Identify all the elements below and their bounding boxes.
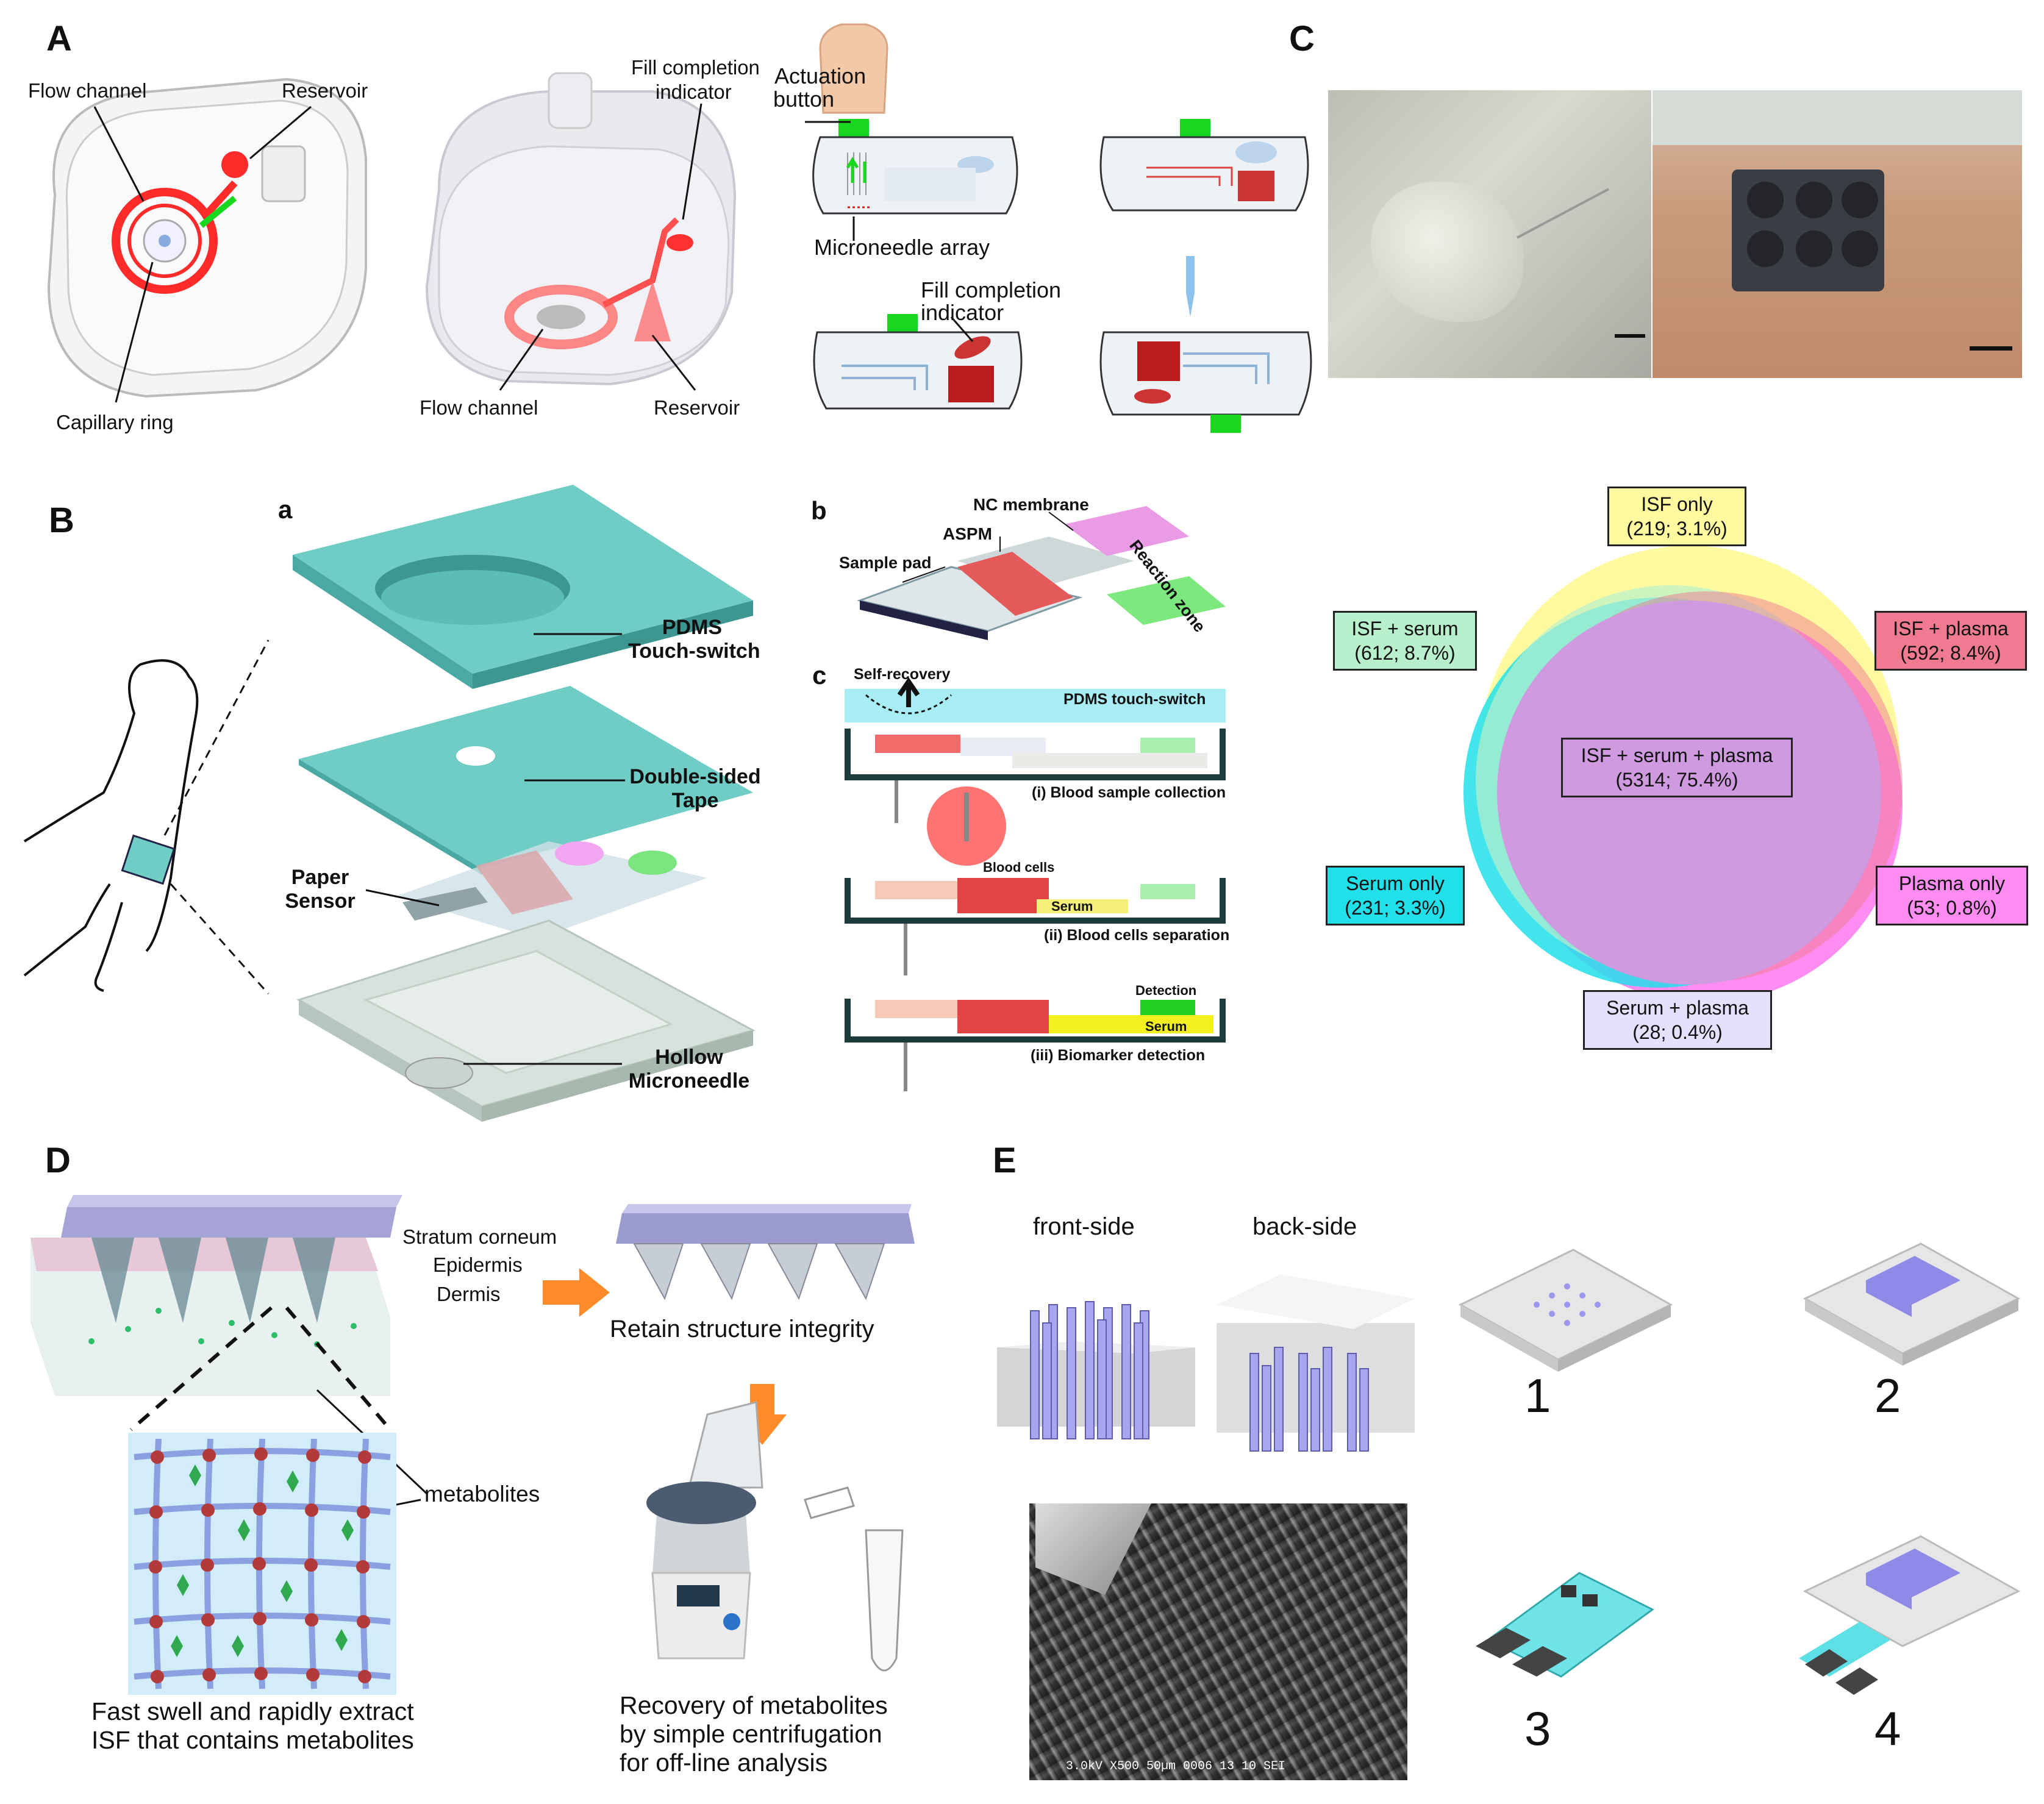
skin-block xyxy=(30,1195,402,1396)
fab-step-3 xyxy=(1476,1572,1654,1678)
panel-b-sub-c: c xyxy=(812,661,827,690)
capillary-ring-label: Capillary ring xyxy=(56,411,174,433)
reservoir-label-2: Reservoir xyxy=(654,396,740,419)
aspm-label: ASPM xyxy=(943,524,992,543)
centrifuge xyxy=(646,1401,763,1660)
venn-isf-only: ISF only(219; 3.1%) xyxy=(1607,487,1746,546)
serum-label-1: Serum xyxy=(1051,899,1093,914)
reaction-zone-label: Reaction zone xyxy=(1126,537,1209,636)
serum-label-2: Serum xyxy=(1145,1019,1187,1034)
step1-schematic xyxy=(845,677,1226,866)
arrow-right xyxy=(543,1268,610,1317)
panel-c-label: C xyxy=(1289,19,1315,59)
panel-d-label: D xyxy=(45,1141,71,1180)
blood-cells-label: Blood cells xyxy=(983,860,1055,875)
sem-image: 3.0kV X500 50µm 0006 13 10 SEI xyxy=(1029,1503,1407,1780)
venn-isf-serum-plasma: ISF + serum + plasma(5314; 75.4%) xyxy=(1561,738,1793,797)
step-number-1: 1 xyxy=(1524,1369,1551,1422)
device-topview xyxy=(47,77,367,398)
panel-b-sub-a: a xyxy=(278,495,293,524)
stratum-corneum-label: Stratum corneum xyxy=(402,1225,557,1248)
step2-label: (ii) Blood cells separation xyxy=(1044,927,1230,944)
venn-serum-plasma: Serum + plasma(28; 0.4%) xyxy=(1583,990,1772,1050)
arm-sketch xyxy=(23,659,199,992)
pdms-touch-label: PDMS touch-switch xyxy=(1063,691,1206,708)
fill-completion-label-2b: indicator xyxy=(921,300,1004,325)
actuation-schematic-1 xyxy=(812,23,1018,215)
fill-completion-label-1b: indicator xyxy=(656,80,732,103)
actuation-schematic-4 xyxy=(1099,256,1312,433)
lateral-flow-device xyxy=(856,506,1226,640)
step-number-3: 3 xyxy=(1524,1702,1551,1755)
front-side-block xyxy=(997,1301,1195,1439)
sem-scale-text: 3.0kV X500 50µm 0006 13 10 SEI xyxy=(1066,1759,1286,1774)
arrow-down xyxy=(738,1384,787,1445)
panel-a-label: A xyxy=(46,19,72,59)
epidermis-label: Epidermis xyxy=(433,1253,523,1276)
back-side-label: back-side xyxy=(1252,1213,1357,1240)
step-number-4: 4 xyxy=(1874,1702,1901,1755)
arm-device xyxy=(121,834,176,885)
sample-pad-label: Sample pad xyxy=(839,554,932,572)
self-recovery-label: Self-recovery xyxy=(854,666,951,683)
microneedle-cap-photo xyxy=(1328,90,1651,378)
reservoir-label-1: Reservoir xyxy=(282,79,368,102)
metabolites-label: metabolites xyxy=(424,1481,540,1506)
flow-channel-label-2: Flow channel xyxy=(420,396,538,419)
panel-b-label: B xyxy=(49,501,74,540)
fill-completion-label-1a: Fill completion xyxy=(631,56,760,79)
fill-completion-label-2a: Fill completion xyxy=(921,277,1062,302)
step3-schematic xyxy=(845,999,1226,1091)
fab-step-2 xyxy=(1803,1242,2021,1366)
step3-label: (iii) Biomarker detection xyxy=(1031,1047,1206,1064)
sample-tube xyxy=(804,1486,904,1672)
hydrogel-lattice xyxy=(128,1433,396,1695)
actuation-schematic-2 xyxy=(1099,119,1309,212)
venn-serum-only: Serum only(231; 3.3%) xyxy=(1326,866,1465,925)
arm-patch-photo xyxy=(1653,90,2022,378)
paper-sensor-layer xyxy=(396,841,707,939)
dermis-label: Dermis xyxy=(437,1283,501,1305)
step1-label: (i) Blood sample collection xyxy=(1032,784,1226,801)
panel-b-sub-b: b xyxy=(811,496,827,525)
retain-structure-label: Retain structure integrity xyxy=(610,1316,874,1342)
panel-e-label: E xyxy=(993,1141,1017,1180)
actuation-label-b: button xyxy=(773,87,835,112)
retained-patch xyxy=(616,1204,915,1300)
microneedle-array-label: Microneedle array xyxy=(814,235,990,260)
actuation-schematic-3 xyxy=(813,314,1023,410)
venn-isf-serum: ISF + serum(612; 8.7%) xyxy=(1333,611,1477,671)
fab-step-1 xyxy=(1458,1249,1673,1372)
actuation-label-a: Actuation xyxy=(774,63,867,88)
detection-label: Detection xyxy=(1135,983,1197,998)
flow-channel-label-1: Flow channel xyxy=(28,79,147,102)
venn-plasma-circle xyxy=(1506,607,1903,1003)
front-side-label: front-side xyxy=(1033,1213,1135,1240)
venn-isf-plasma: ISF + plasma(592; 8.4%) xyxy=(1874,611,2027,671)
nc-membrane-label: NC membrane xyxy=(973,495,1089,514)
step-number-2: 2 xyxy=(1874,1369,1901,1422)
fab-step-4 xyxy=(1799,1535,2021,1695)
venn-plasma-only: Plasma only(53; 0.8%) xyxy=(1876,866,2028,925)
back-side-block xyxy=(1217,1274,1415,1452)
device-3d xyxy=(425,72,737,386)
